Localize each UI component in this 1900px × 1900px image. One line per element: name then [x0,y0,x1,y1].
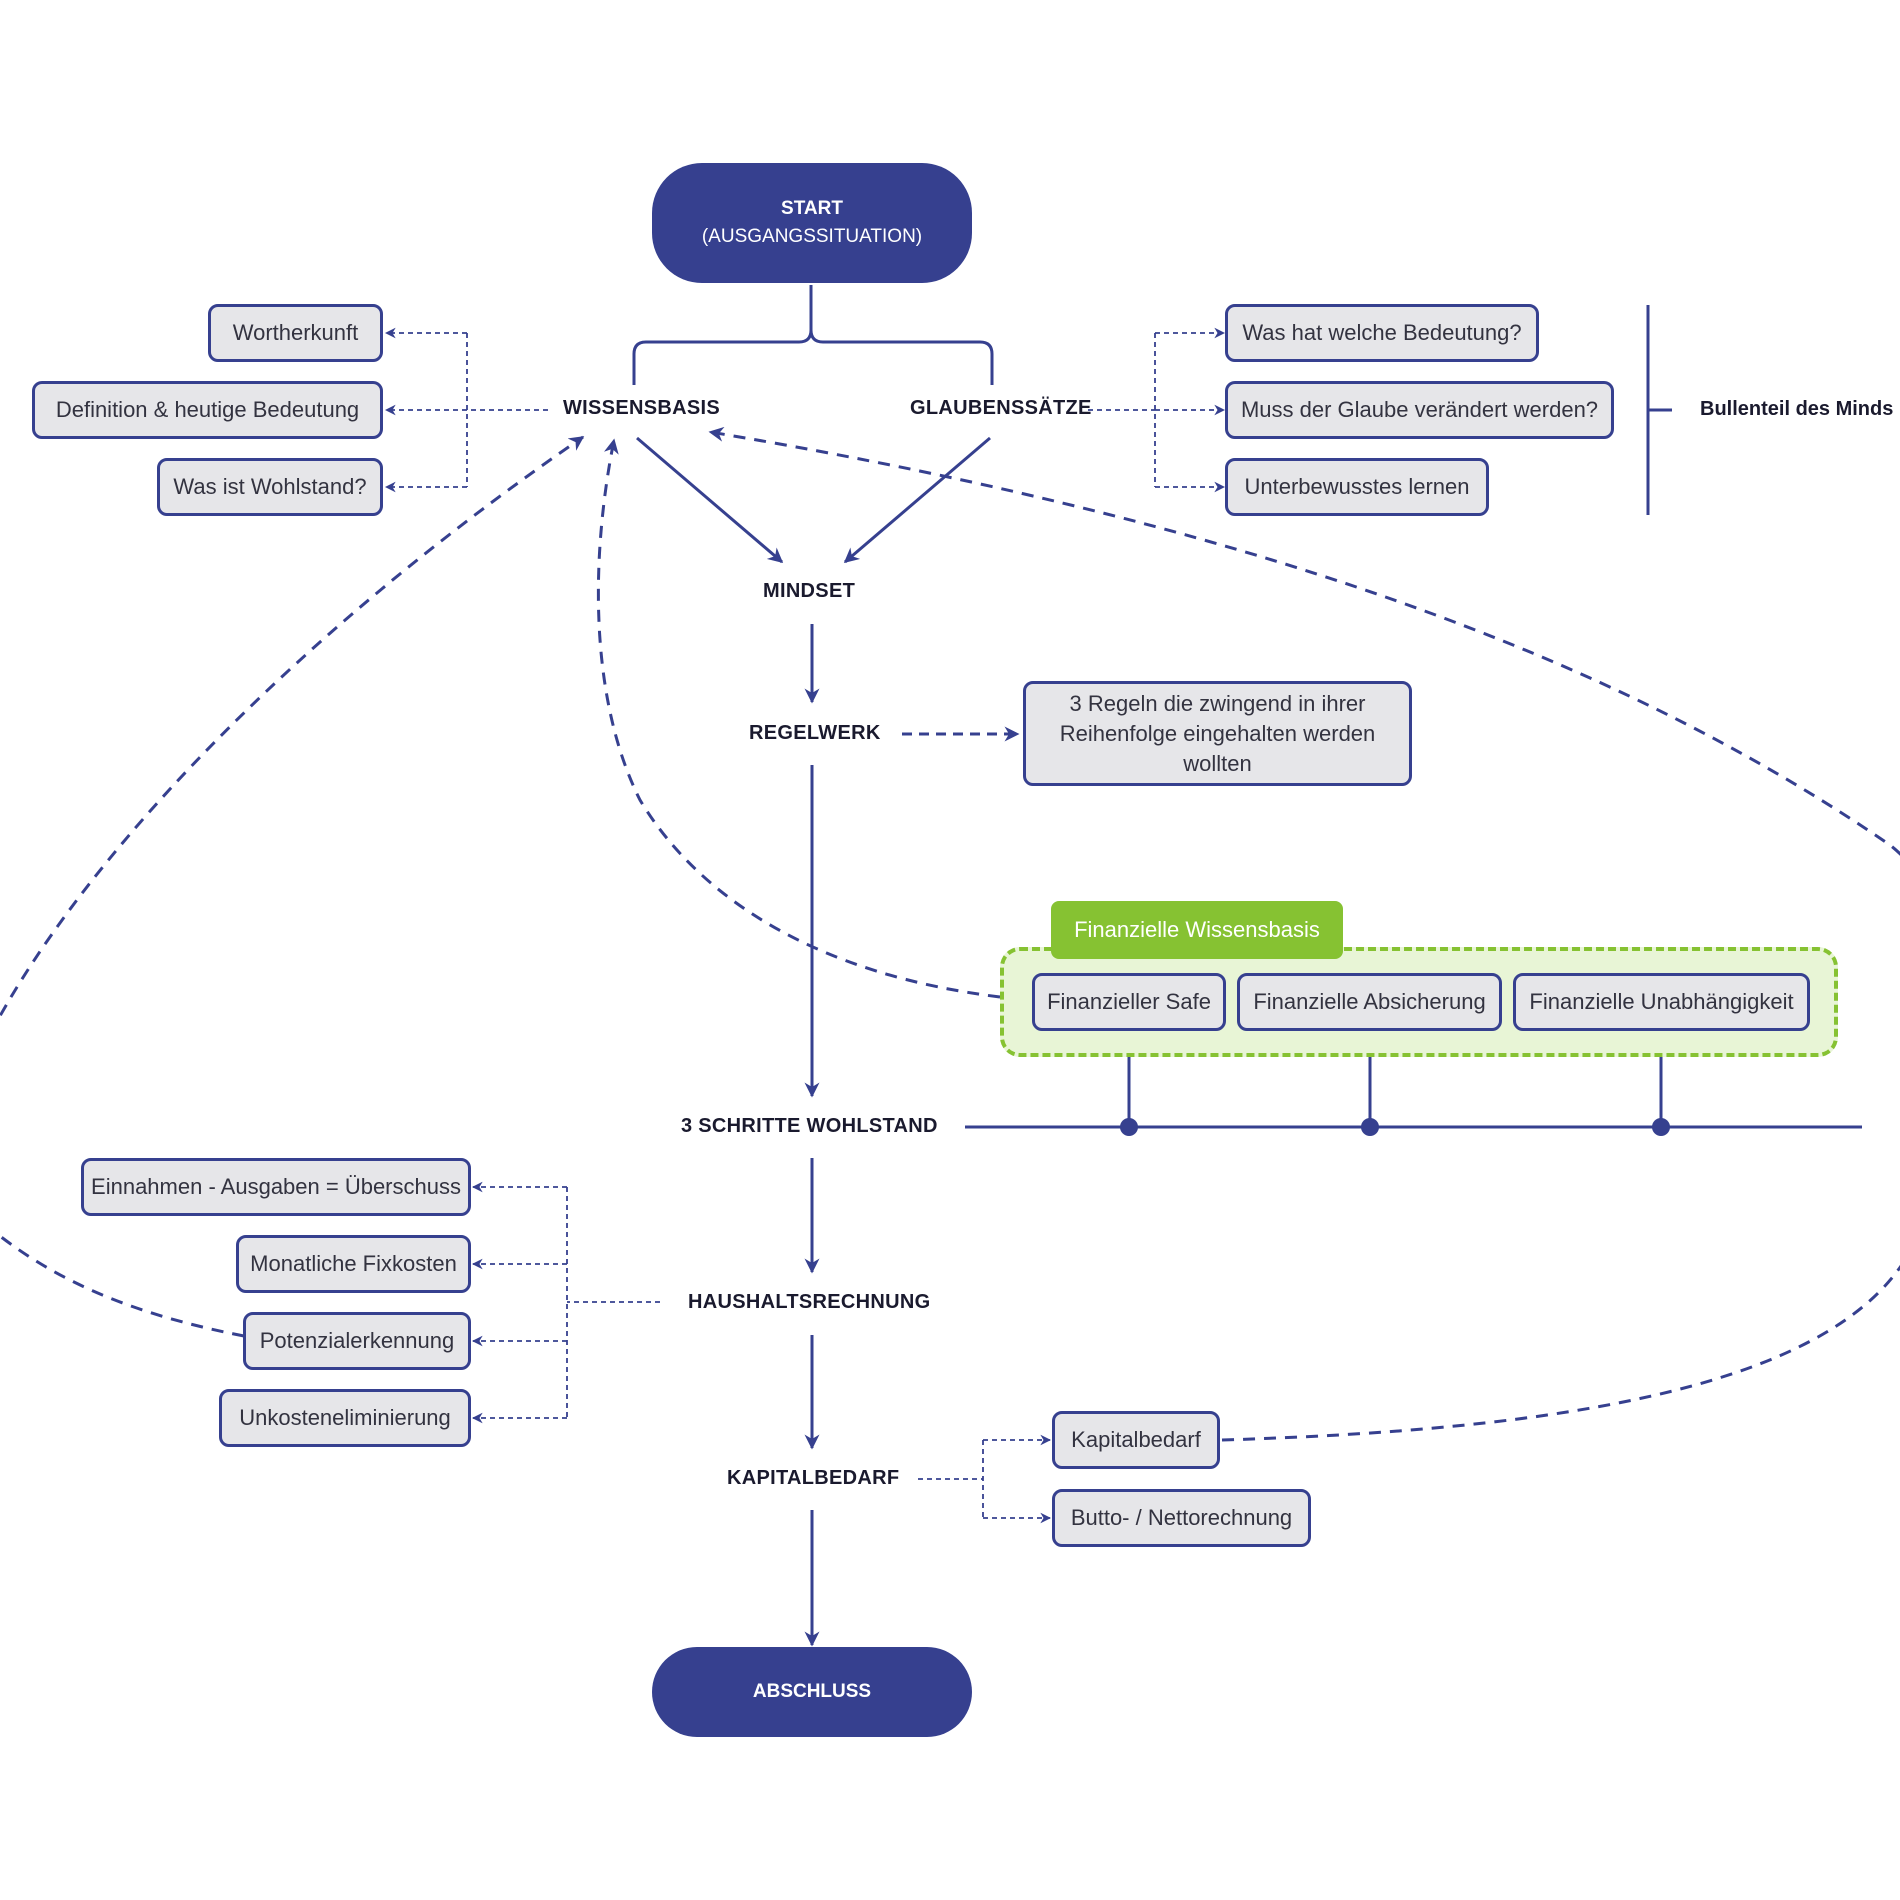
item-label: Unterbewusstes lernen [1244,474,1470,499]
haushalt-item-potenzial[interactable]: Potenzialerkennung [243,1312,471,1370]
feedback-curve-right [708,426,1900,1442]
finanz-item-absicherung[interactable]: Finanzielle Absicherung [1237,973,1502,1031]
item-label: Butto- / Nettorechnung [1070,1505,1293,1530]
item-label: Finanzieller Safe [1047,989,1211,1014]
glaubens-item-unterbewusst[interactable]: Unterbewusstes lernen [1225,458,1489,516]
kapital-item-kapitalbedarf[interactable]: Kapitalbedarf [1052,1411,1220,1469]
start-split-line [632,285,813,385]
item-label: Was hat welche Bedeutung? [1242,320,1522,345]
glaubens-item-bedeutung[interactable]: Was hat welche Bedeutung? [1225,304,1539,362]
arrow-glaubens-mindset [843,436,991,564]
item-label: Wortherkunft [232,320,359,345]
node-kapitalbedarf[interactable]: KAPITALBEDARF [727,1467,900,1489]
item-label: Monatliche Fixkosten [250,1251,457,1276]
arrow-wissensbasis-mindset [636,436,784,564]
haushalt-item-unkosten[interactable]: Unkosteneliminierung [219,1389,471,1447]
item-label: Potenzialerkennung [259,1328,455,1353]
glaubens-item-veraendert[interactable]: Muss der Glaube verändert werden? [1225,381,1614,439]
feedback-curve-left [0,435,585,1338]
wissensbasis-item-wortherkunft[interactable]: Wortherkunft [208,304,383,362]
finanz-group-label: Finanzielle Wissensbasis [1051,901,1343,959]
wissensbasis-item-definition[interactable]: Definition & heutige Bedeutung [32,381,383,439]
node-wissensbasis[interactable]: WISSENSBASIS [563,397,720,419]
feedback-curve-center [596,438,1001,999]
item-label: Einnahmen - Ausgaben = Überschuss [91,1174,461,1199]
wissensbasis-item-wohlstand[interactable]: Was ist Wohlstand? [157,458,383,516]
item-label: Unkosteneliminierung [239,1405,451,1430]
item-label: Kapitalbedarf [1071,1427,1201,1452]
haushalt-item-ueberschuss[interactable]: Einnahmen - Ausgaben = Überschuss [81,1158,471,1216]
item-label: Finanzielle Absicherung [1253,989,1486,1014]
bracket-label: Bullenteil des Minds [1700,398,1894,420]
node-haushaltsrechnung[interactable]: HAUSHALTSRECHNUNG [688,1291,931,1313]
item-label: Definition & heutige Bedeutung [55,397,360,422]
item-label: Was ist Wohlstand? [173,474,367,499]
haushalt-item-fixkosten[interactable]: Monatliche Fixkosten [236,1235,471,1293]
finanz-item-unabhaengigkeit[interactable]: Finanzielle Unabhängigkeit [1513,973,1810,1031]
abschluss-node[interactable]: ABSCHLUSS [652,1647,972,1737]
abschluss-title: ABSCHLUSS [752,1681,872,1702]
node-glaubenssaetze[interactable]: GLAUBENSSÄTZE [910,397,1092,419]
kapital-item-nettorechnung[interactable]: Butto- / Nettorechnung [1052,1489,1311,1547]
regelwerk-note-box[interactable]: 3 Regeln die zwingend in ihrer Reihenfol… [1023,681,1412,786]
node-schritte-wohlstand[interactable]: 3 SCHRITTE WOHLSTAND [681,1115,938,1137]
node-mindset[interactable]: MINDSET [763,580,856,602]
note-text: 3 Regeln die zwingend in ihrer Reihenfol… [1059,690,1376,776]
node-regelwerk[interactable]: REGELWERK [749,722,881,744]
item-label: Muss der Glaube verändert werden? [1240,397,1599,422]
finanz-item-safe[interactable]: Finanzieller Safe [1032,973,1226,1031]
start-title: START [781,198,843,219]
start-node[interactable]: START (AUSGANGSSITUATION) [652,163,972,283]
item-label: Finanzielle Unabhängigkeit [1529,989,1794,1014]
start-subtitle: (AUSGANGSSITUATION) [701,226,923,247]
